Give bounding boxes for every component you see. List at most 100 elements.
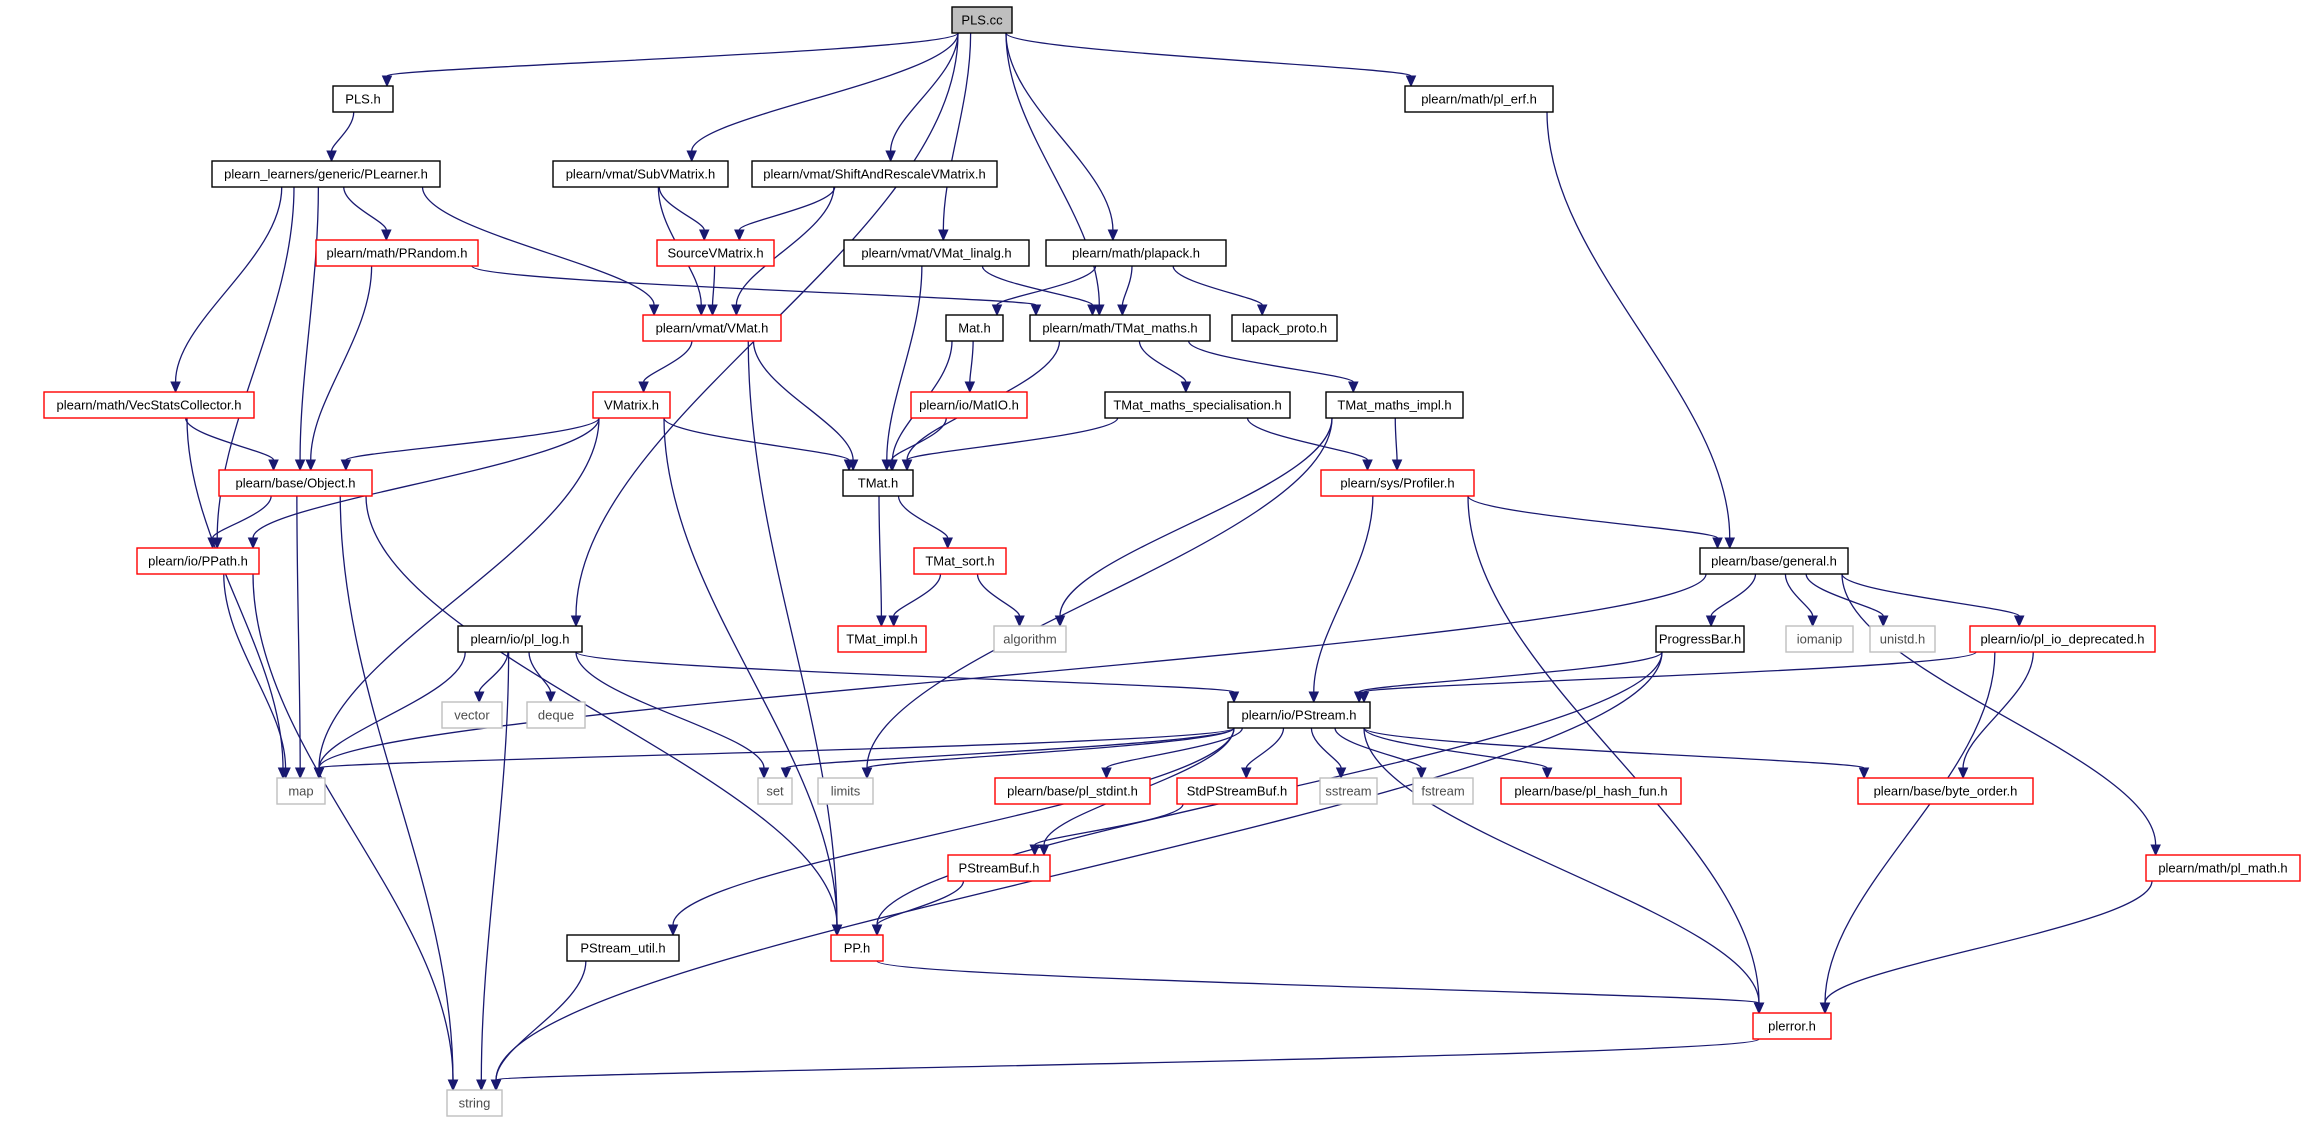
edge-pls_cc-to-tmat_maths	[1005, 32, 1105, 317]
node-box	[218, 469, 373, 497]
node-progressbar[interactable]: ProgressBar.h	[1655, 625, 1745, 653]
node-object-h[interactable]: plearn/base/Object.h	[218, 469, 373, 497]
edge-profiler-to-pstream	[1308, 495, 1374, 704]
node-pstream[interactable]: plearn/io/PStream.h	[1227, 701, 1371, 729]
edge-ppath-to-string	[252, 573, 459, 1092]
node-set: set	[757, 777, 793, 805]
edge-pl_log-to-set	[575, 651, 770, 780]
node-box	[1969, 625, 2156, 653]
node-vmatrix-h[interactable]: VMatrix.h	[592, 391, 671, 419]
edge-vmat_linalg-to-tmat_maths	[981, 265, 1098, 317]
node-label: plearn/io/PStream.h	[1242, 708, 1357, 723]
node-tmat-spec[interactable]: TMat_maths_specialisation.h	[1104, 391, 1291, 419]
node-pstream-util[interactable]: PStream_util.h	[566, 934, 680, 962]
node-tmat-impl-h[interactable]: TMat_maths_impl.h	[1325, 391, 1464, 419]
node-label: fstream	[1421, 784, 1464, 799]
node-prandom[interactable]: plearn/math/PRandom.h	[315, 239, 479, 267]
node-tmat-sort[interactable]: TMat_sort.h	[913, 547, 1007, 575]
node-box	[136, 547, 260, 575]
node-profiler[interactable]: plearn/sys/Profiler.h	[1320, 469, 1475, 497]
node-vecstats[interactable]: plearn/math/VecStatsCollector.h	[43, 391, 255, 419]
node-box	[1752, 1012, 1832, 1040]
node-label: plearn/io/pl_log.h	[470, 632, 569, 647]
node-sstream: sstream	[1319, 777, 1378, 805]
edge-plapack-to-mat_h	[991, 265, 1097, 317]
node-plerror[interactable]: plerror.h	[1752, 1012, 1832, 1040]
edge-pls_cc-to-pls_h	[381, 32, 959, 88]
node-sourcevmatrix[interactable]: SourceVMatrix.h	[656, 239, 775, 267]
edge-pl_log-to-string	[476, 651, 510, 1092]
node-plearner[interactable]: plearn_learners/generic/PLearner.h	[211, 160, 441, 188]
node-pstreambuf[interactable]: PStreamBuf.h	[947, 854, 1051, 882]
node-subvmatrix[interactable]: plearn/vmat/SubVMatrix.h	[552, 160, 729, 188]
node-label: VMatrix.h	[604, 398, 659, 413]
node-tmat-h[interactable]: TMat.h	[842, 469, 914, 497]
edge-vmatrix_h-to-ppath	[247, 417, 600, 550]
node-box	[842, 469, 914, 497]
edge-progressbar-to-string	[490, 651, 1663, 1092]
node-box	[947, 854, 1051, 882]
node-general[interactable]: plearn/base/general.h	[1699, 547, 1849, 575]
node-byte-order[interactable]: plearn/base/byte_order.h	[1857, 777, 2034, 805]
edge-pstream-to-pstream_util	[667, 727, 1235, 937]
node-pls-cc[interactable]: PLS.cc	[951, 6, 1013, 34]
node-vmat-h[interactable]: plearn/vmat/VMat.h	[642, 314, 782, 342]
edge-pl_erf-to-general	[1546, 111, 1736, 550]
node-box	[276, 777, 326, 805]
edge-plapack-to-tmat_maths	[1117, 265, 1133, 317]
node-box	[1320, 469, 1475, 497]
node-box	[2145, 854, 2301, 882]
edge-pl_log-to-deque	[528, 651, 556, 704]
node-vmat-linalg[interactable]: plearn/vmat/VMat_linalg.h	[843, 239, 1030, 267]
node-map: map	[276, 777, 326, 805]
edge-ppath-to-map	[223, 573, 291, 780]
node-pl-math[interactable]: plearn/math/pl_math.h	[2145, 854, 2301, 882]
node-pl-hash-fun[interactable]: plearn/base/pl_hash_fun.h	[1500, 777, 1682, 805]
edge-pls_cc-to-shiftrescale	[885, 32, 959, 163]
node-label: SourceVMatrix.h	[667, 246, 763, 261]
node-label: TMat_maths_specialisation.h	[1113, 398, 1281, 413]
node-box	[751, 160, 998, 188]
node-label: limits	[831, 784, 861, 799]
node-matio[interactable]: plearn/io/MatIO.h	[910, 391, 1028, 419]
node-label: plearn/base/Object.h	[236, 476, 356, 491]
node-label: PStreamBuf.h	[959, 861, 1040, 876]
node-pl-log[interactable]: plearn/io/pl_log.h	[457, 625, 583, 653]
edge-matio-to-tmat_h	[886, 417, 947, 472]
edge-sourcevmatrix-to-vmat_h	[707, 265, 718, 317]
node-label: plearn/base/byte_order.h	[1874, 784, 2018, 799]
edge-object_h-to-pp_h	[365, 495, 843, 937]
node-ppath[interactable]: plearn/io/PPath.h	[136, 547, 260, 575]
node-box	[1231, 314, 1338, 342]
node-shiftrescale[interactable]: plearn/vmat/ShiftAndRescaleVMatrix.h	[751, 160, 998, 188]
node-pl-stdint[interactable]: plearn/base/pl_stdint.h	[994, 777, 1151, 805]
node-lapack-proto[interactable]: lapack_proto.h	[1231, 314, 1338, 342]
node-box	[1104, 391, 1291, 419]
edge-general-to-progressbar	[1705, 573, 1757, 628]
node-box	[642, 314, 782, 342]
node-label: plearn/io/PPath.h	[148, 554, 248, 569]
node-label: plearn/math/pl_erf.h	[1421, 92, 1537, 107]
edge-pl_math-to-plerror	[1819, 880, 2153, 1015]
node-pl-io-dep[interactable]: plearn/io/pl_io_deprecated.h	[1969, 625, 2156, 653]
edge-pstream-to-pl_stdint	[1101, 727, 1244, 780]
edge-general-to-pl_io_dep	[1841, 573, 2025, 628]
node-pls-h[interactable]: PLS.h	[332, 85, 394, 113]
edges-layer	[170, 32, 2161, 1092]
node-plapack[interactable]: plearn/math/plapack.h	[1045, 239, 1227, 267]
node-box	[1655, 625, 1745, 653]
edge-tmat_impl_h-to-profiler	[1391, 417, 1403, 472]
node-mat-h[interactable]: Mat.h	[945, 314, 1004, 342]
node-stdpstreambuf[interactable]: StdPStreamBuf.h	[1176, 777, 1298, 805]
node-tmat-maths[interactable]: plearn/math/TMat_maths.h	[1029, 314, 1211, 342]
node-box	[457, 625, 583, 653]
node-tmat-impl2[interactable]: TMat_impl.h	[837, 625, 927, 653]
node-pl-erf[interactable]: plearn/math/pl_erf.h	[1404, 85, 1554, 113]
edge-pstreambuf-to-pp_h	[871, 880, 965, 937]
node-label: iomanip	[1797, 632, 1843, 647]
edge-tmat_spec-to-profiler	[1246, 417, 1373, 472]
edge-plearner-to-vmat_h	[421, 186, 660, 317]
edge-plearner-to-object_h	[294, 186, 320, 472]
node-pp-h[interactable]: PP.h	[830, 934, 884, 962]
